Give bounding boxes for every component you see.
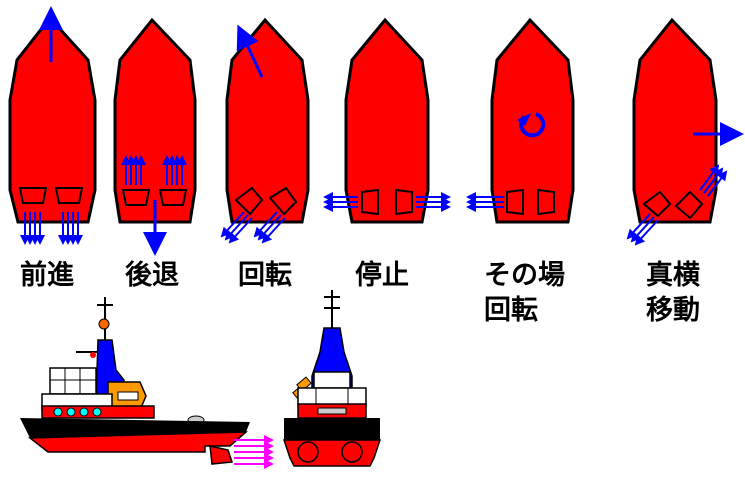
hull-outline — [113, 17, 197, 224]
thruster-nozzle — [642, 190, 672, 218]
hull-outline — [225, 17, 310, 224]
label-reverse: 後退 — [125, 260, 179, 291]
water-jet-lines — [626, 164, 728, 246]
hull-outline — [8, 15, 97, 224]
hull-outline — [344, 17, 430, 224]
water-jet-lines — [20, 212, 83, 245]
thruster-nozzle — [234, 186, 264, 216]
thruster-nozzle — [674, 190, 704, 220]
water-jet-lines — [234, 435, 274, 469]
panel-forward — [8, 6, 97, 245]
rotation-arrow — [519, 112, 546, 138]
panel-turn — [220, 17, 310, 244]
tugboat-side-view — [20, 297, 274, 469]
water-jet-lines — [121, 155, 187, 185]
rotation-arrow-head — [517, 113, 531, 126]
thruster-nozzle — [361, 188, 379, 216]
panel-reverse — [113, 17, 197, 256]
thruster-nozzle — [268, 186, 298, 216]
cyan-portholes — [53, 407, 102, 417]
label-spin: その場 回転 — [484, 260, 565, 326]
hull-outline — [490, 17, 575, 224]
tugboat-front-view — [282, 290, 382, 467]
thruster-nozzle — [158, 189, 188, 206]
label-stop: 停止 — [355, 260, 409, 291]
movement-arrow — [236, 24, 264, 78]
water-jet-lines — [323, 192, 451, 212]
panel-sideways — [626, 17, 744, 246]
hull-outline — [632, 17, 718, 224]
thruster-nozzle — [18, 187, 48, 204]
panel-stop — [323, 17, 451, 224]
label-forward: 前進 — [20, 260, 74, 291]
thruster-nozzle — [506, 188, 524, 216]
water-jet-lines — [220, 211, 286, 244]
thruster-nozzle — [537, 188, 555, 216]
thruster-nozzle — [395, 188, 413, 216]
label-sideways: 真横 移動 — [646, 260, 700, 326]
thruster-nozzle — [54, 187, 84, 204]
panel-spin — [466, 17, 575, 224]
water-jet-lines — [466, 192, 504, 212]
thruster-nozzle — [121, 189, 151, 206]
label-turn: 回転 — [238, 260, 292, 291]
